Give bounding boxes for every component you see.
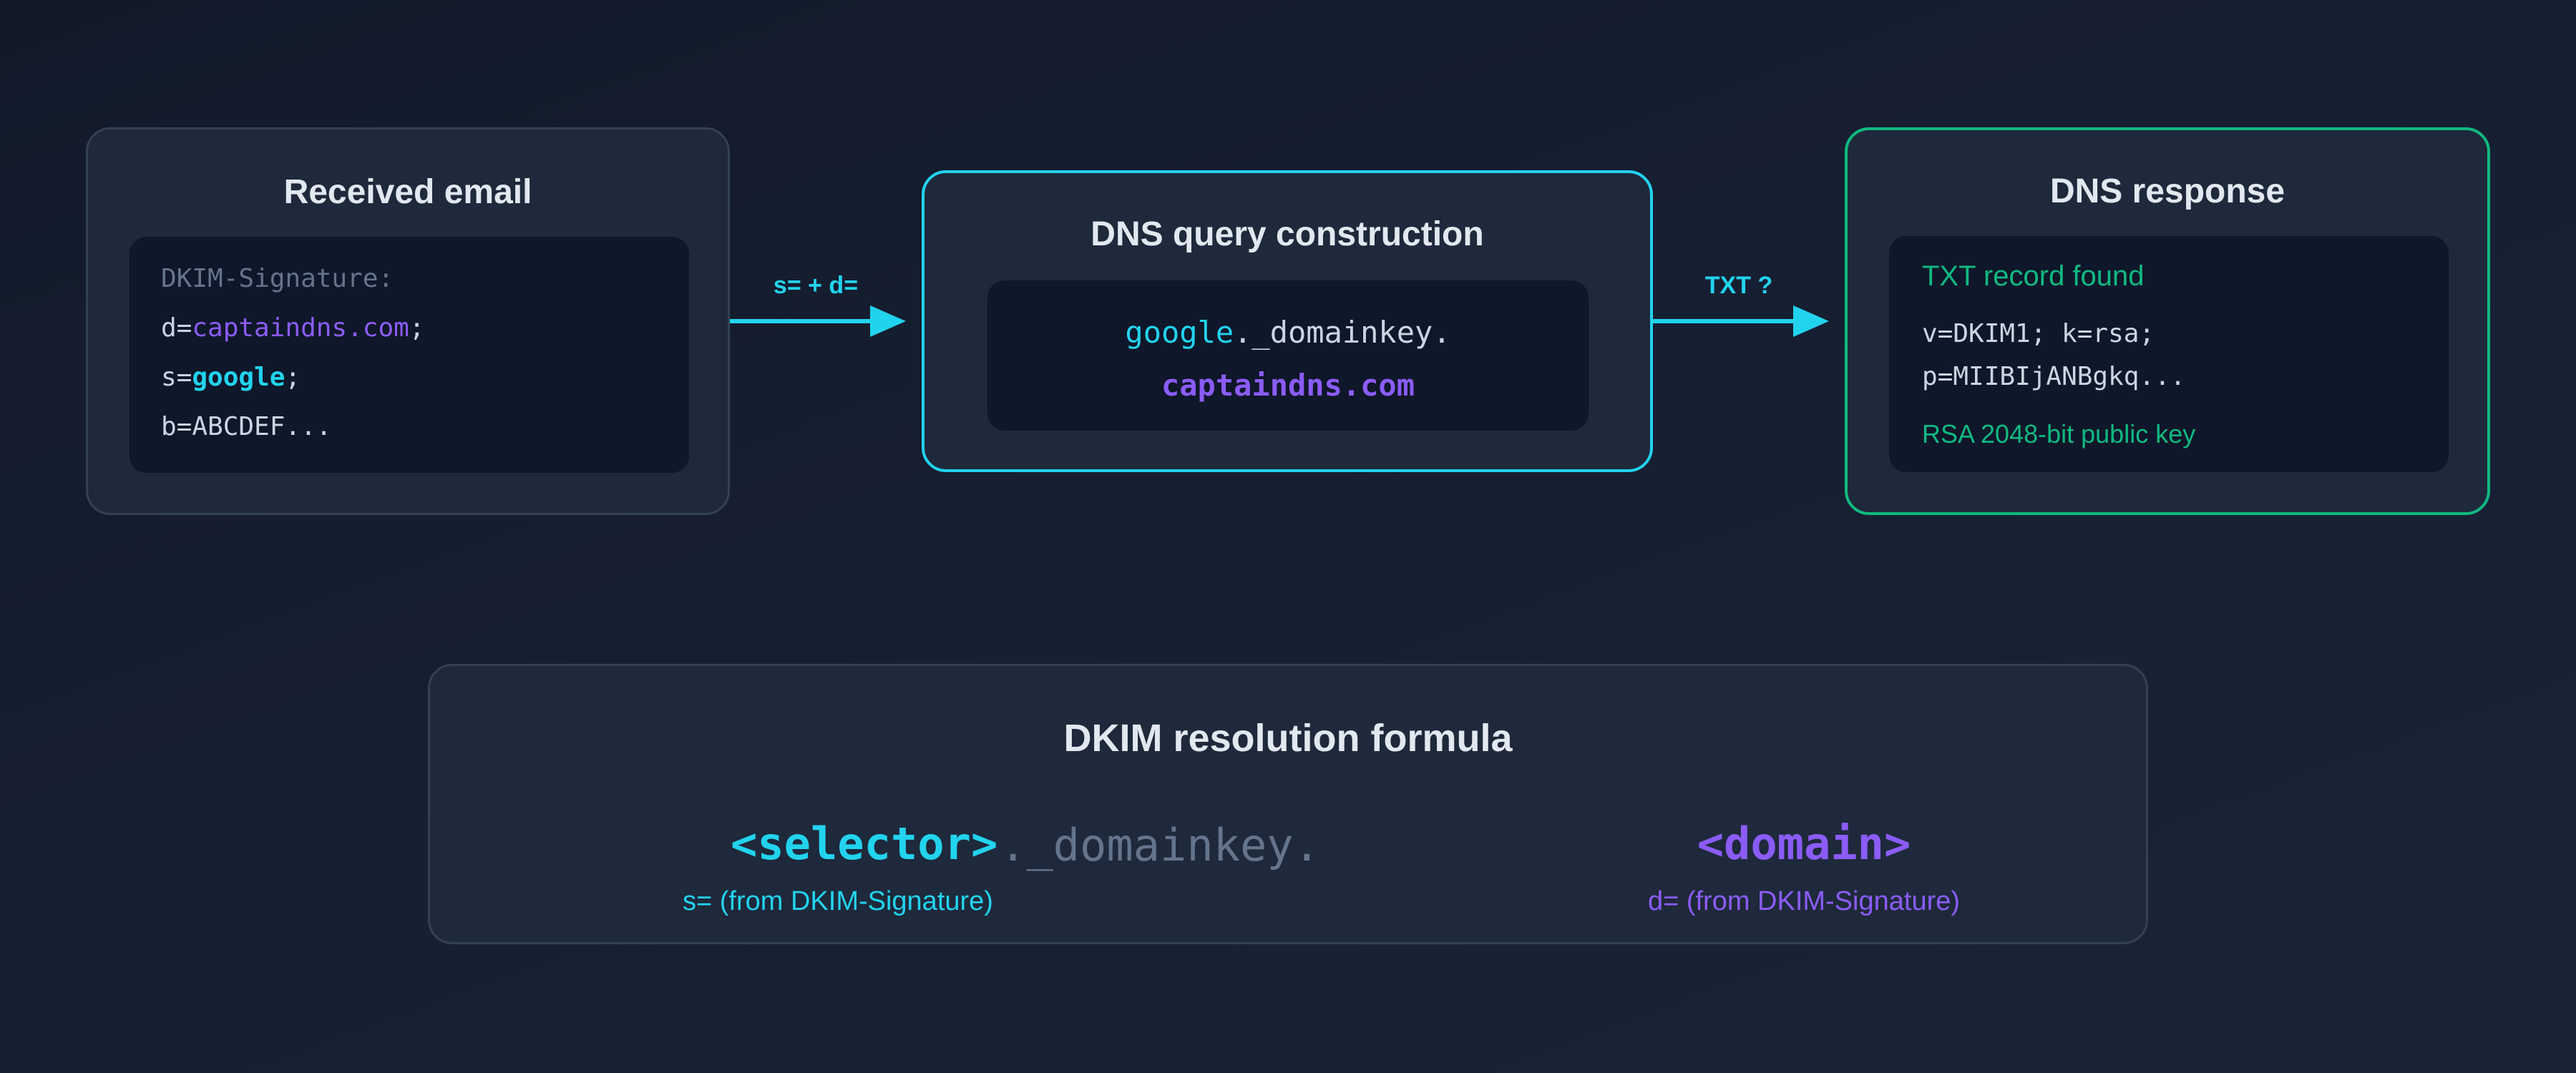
formula-domain-token: <domain> bbox=[1697, 818, 1911, 870]
txt-record-line-1: v=DKIM1; k=rsa; bbox=[1922, 319, 2155, 348]
formula-domain-caption: d= (from DKIM-Signature) bbox=[1647, 886, 1961, 916]
dkim-signature-header: DKIM-Signature: bbox=[161, 264, 394, 293]
arrow-2-label: TXT ? bbox=[1704, 272, 1773, 299]
formula-selector-caption: s= (from DKIM-Signature) bbox=[683, 886, 993, 916]
dns-response-box: TXT record found v=DKIM1; k=rsa; p=MIIBI… bbox=[1889, 236, 2449, 472]
b-tag-line: b=ABCDEF... bbox=[161, 412, 332, 441]
dns-response-title: DNS response bbox=[2049, 172, 2285, 210]
formula-title: DKIM resolution formula bbox=[1063, 717, 1513, 760]
query-selector-part: google bbox=[1125, 315, 1234, 350]
arrow-1-label: s= + d= bbox=[773, 272, 859, 299]
dns-query-title: DNS query construction bbox=[1091, 215, 1484, 253]
received-email-card: Received email DKIM-Signature: d=captain… bbox=[86, 127, 730, 515]
dns-query-box: google._domainkey. captaindns.com bbox=[987, 280, 1589, 431]
d-tag-value: captaindns.com bbox=[192, 313, 409, 343]
s-tag-prefix: s= bbox=[161, 363, 192, 392]
d-tag-prefix: d= bbox=[161, 313, 192, 343]
d-tag-line: d=captaindns.com; bbox=[161, 313, 424, 343]
formula-selector-token: <selector> bbox=[731, 818, 998, 870]
query-name-line-1: google._domainkey. bbox=[987, 315, 1589, 350]
formula-card: DKIM resolution formula <selector> s= (f… bbox=[428, 664, 2148, 944]
s-tag-value: google bbox=[192, 363, 286, 392]
txt-record-line-2: p=MIIBIjANBgkq... bbox=[1922, 362, 2186, 391]
s-tag-suffix: ; bbox=[285, 363, 301, 392]
public-key-info: RSA 2048-bit public key bbox=[1922, 419, 2196, 449]
arrow-2 bbox=[1653, 305, 1829, 337]
formula-domainkey-token: ._domainkey. bbox=[1000, 819, 1320, 871]
arrow-1 bbox=[730, 305, 906, 337]
query-domain-part: captaindns.com bbox=[1161, 368, 1415, 403]
email-header-box: DKIM-Signature: d=captaindns.com; s=goog… bbox=[130, 237, 689, 473]
query-domainkey-part: ._domainkey. bbox=[1234, 315, 1451, 350]
dns-query-card: DNS query construction google._domainkey… bbox=[922, 170, 1653, 472]
received-email-title: Received email bbox=[283, 173, 532, 211]
dns-response-card: DNS response TXT record found v=DKIM1; k… bbox=[1845, 127, 2490, 515]
d-tag-suffix: ; bbox=[409, 313, 425, 343]
txt-record-status: TXT record found bbox=[1922, 260, 2145, 292]
s-tag-line: s=google; bbox=[161, 363, 301, 392]
